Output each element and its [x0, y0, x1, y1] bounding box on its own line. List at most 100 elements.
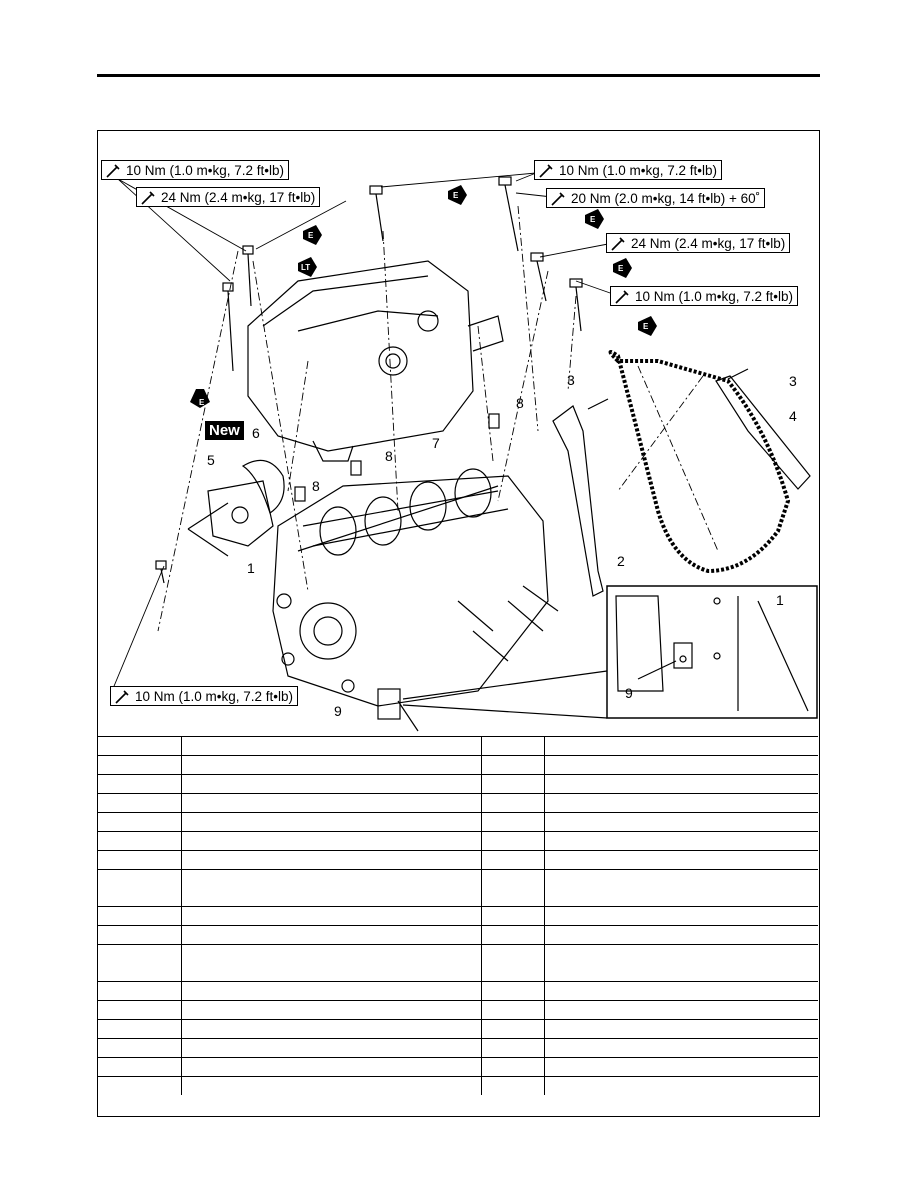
table-cell: [544, 736, 818, 756]
table-cell: [98, 736, 182, 756]
svg-text:LT: LT: [301, 263, 310, 272]
table-cell: [544, 925, 818, 945]
table-row: [98, 774, 818, 794]
table-cell: [544, 981, 818, 1001]
table-cell: [544, 1038, 818, 1058]
table-cell: [98, 944, 182, 982]
table-cell: [98, 925, 182, 945]
table-cell: [98, 1000, 182, 1020]
table-cell: [481, 981, 545, 1001]
table-row: [98, 944, 818, 982]
table-row: [98, 1076, 818, 1095]
callout-8-right: 8: [516, 395, 524, 411]
table-cell: [544, 944, 818, 982]
callout-1-right: 1: [776, 592, 784, 608]
table-cell: [544, 1000, 818, 1020]
timing-chain: [608, 350, 791, 574]
table-cell: [544, 906, 818, 926]
table-row: [98, 793, 818, 813]
table-cell: [481, 774, 545, 794]
chain-guides: [552, 368, 811, 597]
top-rule: [97, 74, 820, 77]
table-cell: [481, 944, 545, 982]
table-cell: [98, 1019, 182, 1039]
diagram-frame: E LT E E E E E 10 Nm (1.0 m•kg, 7.2 ft•l…: [97, 130, 820, 1117]
table-row: [98, 925, 818, 945]
table-cell: [181, 981, 482, 1001]
table-cell: [98, 1076, 182, 1095]
table-cell: [181, 1000, 482, 1020]
callout-5: 5: [207, 452, 215, 468]
table-row: [98, 1019, 818, 1039]
svg-text:E: E: [590, 215, 596, 224]
table-cell: [481, 755, 545, 775]
callout-8-middle: 8: [385, 448, 393, 464]
callout-3-right: 3: [789, 373, 797, 389]
dowel-pins: [294, 413, 500, 502]
table-cell: [544, 869, 818, 907]
upper-crankcase: [247, 260, 504, 462]
table-cell: [98, 981, 182, 1001]
bolts: [155, 176, 583, 584]
wrench-icon: [106, 164, 120, 178]
svg-text:E: E: [453, 191, 459, 200]
svg-text:E: E: [308, 231, 314, 240]
table-cell: [544, 831, 818, 851]
callout-7: 7: [432, 435, 440, 451]
table-cell: [98, 1038, 182, 1058]
table-cell: [544, 793, 818, 813]
wrench-icon: [551, 192, 565, 206]
torque-spec-4: 20 Nm (2.0 m•kg, 14 ft•lb) + 60˚: [546, 188, 766, 208]
table-cell: [181, 1076, 482, 1095]
table-cell: [481, 906, 545, 926]
table-row: [98, 1038, 818, 1058]
table-cell: [544, 812, 818, 832]
crankcase-studs: [397, 585, 559, 732]
sealant-markers: [190, 185, 657, 408]
torque-leaders: [111, 172, 614, 692]
callout-2: 2: [617, 553, 625, 569]
table-cell: [98, 869, 182, 907]
table-cell: [181, 793, 482, 813]
torque-spec-6: 10 Nm (1.0 m•kg, 7.2 ft•lb): [610, 286, 799, 306]
torque-spec-7: 10 Nm (1.0 m•kg, 7.2 ft•lb): [110, 686, 299, 706]
table-cell: [481, 1019, 545, 1039]
table-cell: [181, 1038, 482, 1058]
wrench-icon: [115, 690, 129, 704]
table-cell: [481, 1000, 545, 1020]
table-cell: [544, 1076, 818, 1095]
table-cell: [544, 1019, 818, 1039]
table-cell: [181, 755, 482, 775]
new-part-badge: New: [205, 421, 244, 440]
parts-table-body: [98, 736, 818, 1095]
wrench-icon: [141, 191, 155, 205]
table-cell: [481, 1076, 545, 1095]
table-cell: [181, 944, 482, 982]
table-cell: [98, 755, 182, 775]
table-row: [98, 812, 818, 832]
crankshaft: [297, 468, 499, 556]
callout-1-left: 1: [247, 560, 255, 576]
table-row: [98, 1057, 818, 1077]
table-cell: [181, 906, 482, 926]
torque-spec-3: 10 Nm (1.0 m•kg, 7.2 ft•lb): [534, 160, 723, 180]
sealant-marker-labels: E LT E E E E E: [199, 191, 649, 407]
torque-spec-1: 10 Nm (1.0 m•kg, 7.2 ft•lb): [101, 160, 290, 180]
table-cell: [98, 831, 182, 851]
table-cell: [544, 1057, 818, 1077]
table-cell: [98, 906, 182, 926]
table-row: [98, 906, 818, 926]
table-cell: [181, 1019, 482, 1039]
table-cell: [98, 812, 182, 832]
table-cell: [544, 755, 818, 775]
wrench-icon: [615, 290, 629, 304]
table-cell: [481, 1038, 545, 1058]
table-cell: [98, 1057, 182, 1077]
callout-4: 4: [789, 408, 797, 424]
crankcase-exploded-diagram: E LT E E E E E: [111, 172, 818, 732]
table-cell: [544, 850, 818, 870]
detail-inset: [402, 585, 818, 719]
table-cell: [181, 1057, 482, 1077]
table-cell: [181, 812, 482, 832]
callout-9-main: 9: [334, 703, 342, 719]
